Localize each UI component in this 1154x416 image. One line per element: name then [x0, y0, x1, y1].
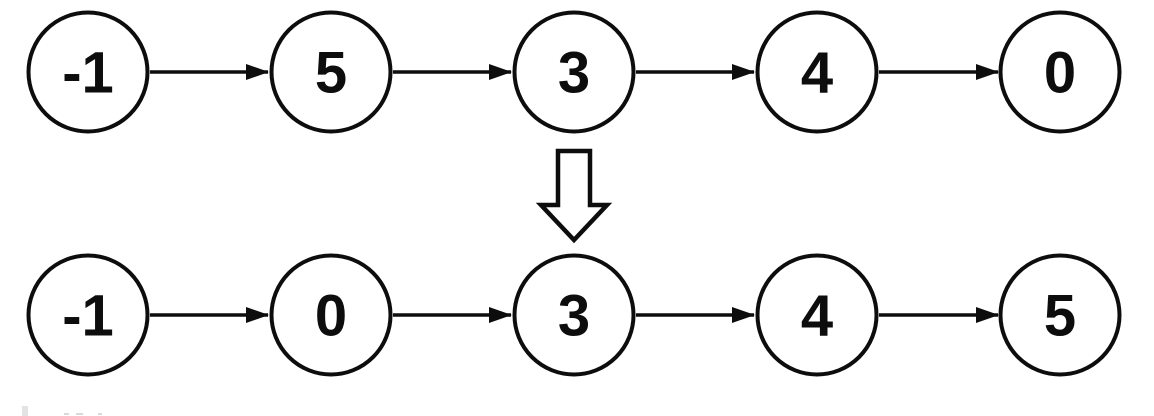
node-circle [512, 10, 636, 134]
list-node: 0 [998, 10, 1122, 134]
list-node: 5 [269, 10, 393, 134]
node-circle [26, 253, 150, 377]
list-node: -1 [26, 253, 150, 377]
bottom-linked-list: -1 0 3 4 5 [26, 253, 1122, 377]
top-linked-list: -1 5 3 4 0 [26, 10, 1122, 134]
node-value: 4 [801, 283, 833, 348]
down-arrow-icon [535, 148, 613, 244]
list-node: 3 [512, 10, 636, 134]
list-node: 3 [512, 253, 636, 377]
node-value: 3 [558, 40, 590, 105]
node-circle [26, 10, 150, 134]
node-circle [755, 10, 879, 134]
list-node: 4 [755, 253, 879, 377]
node-circle [998, 253, 1122, 377]
node-value: 0 [1044, 40, 1076, 105]
list-node: 5 [998, 253, 1122, 377]
list-node: 4 [755, 10, 879, 134]
node-value: 5 [315, 40, 347, 105]
node-value: 0 [315, 283, 347, 348]
node-circle [269, 253, 393, 377]
cropped-text-artifact [22, 406, 102, 416]
node-value: 4 [801, 40, 833, 105]
node-circle [269, 10, 393, 134]
node-circle [755, 253, 879, 377]
node-value: 3 [558, 283, 590, 348]
node-value: 5 [1044, 283, 1076, 348]
list-node: 0 [269, 253, 393, 377]
node-circle [512, 253, 636, 377]
node-circle [998, 10, 1122, 134]
list-node: -1 [26, 10, 150, 134]
node-value: -1 [62, 40, 114, 105]
node-value: -1 [62, 283, 114, 348]
